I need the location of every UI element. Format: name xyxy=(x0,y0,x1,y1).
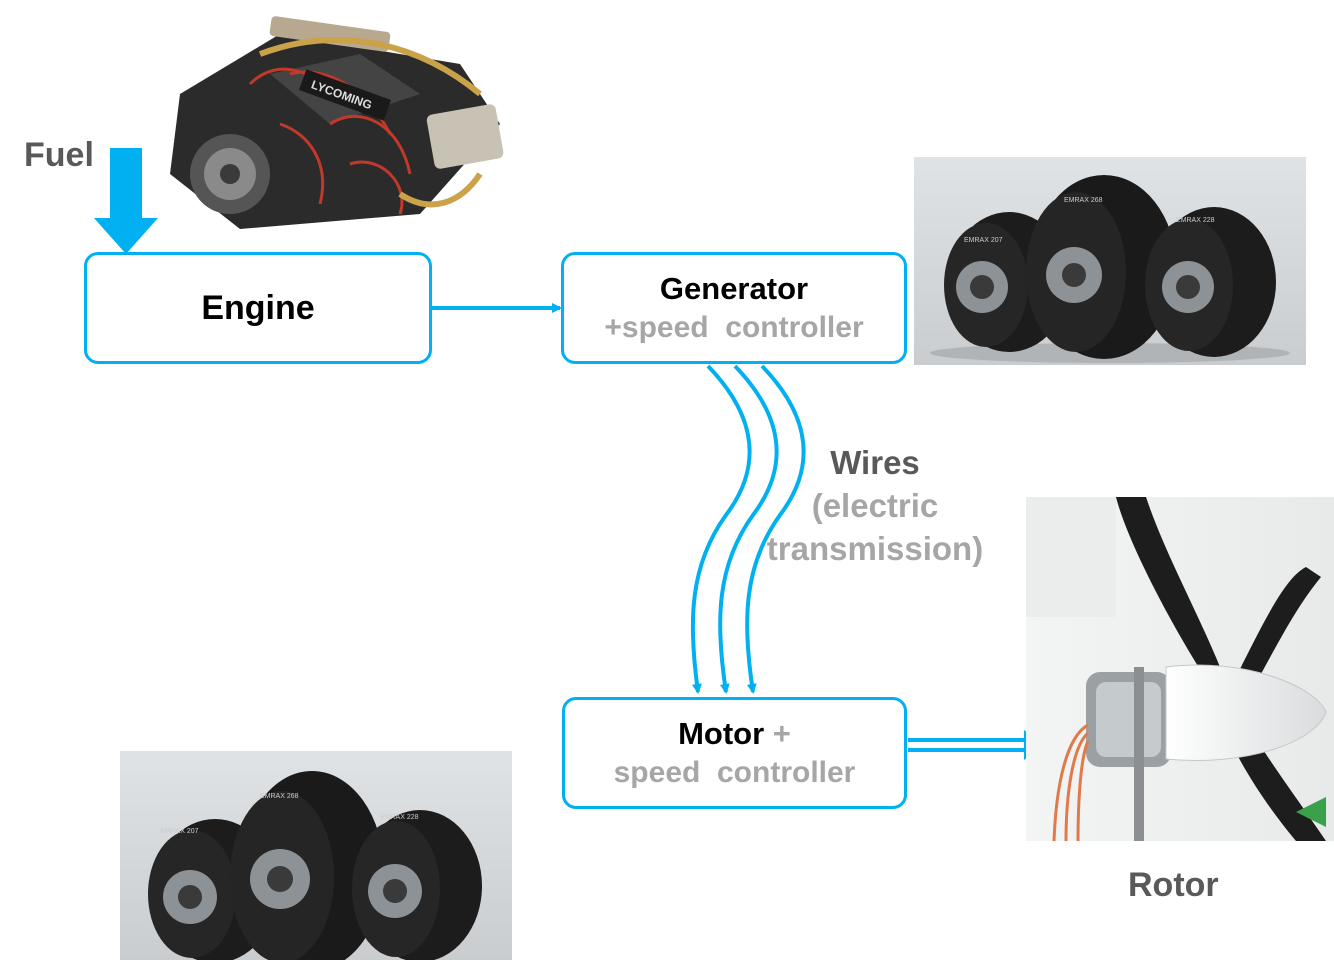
generator-photo-label-1: EMRAX 207 xyxy=(964,237,1003,244)
motor-box: Motor + speed controller xyxy=(562,697,907,809)
generator-box: Generator +speed controller xyxy=(561,252,907,364)
motor-plus: + xyxy=(772,715,791,751)
fuel-arrow xyxy=(94,148,158,254)
motor-motors-photo: EMRAX 207 EMRAX 268 EMRAX 228 xyxy=(120,751,512,960)
generator-title: Generator xyxy=(659,270,809,306)
generator-subtitle: +speed controller xyxy=(604,310,864,344)
generator-photo-label-3: EMRAX 228 xyxy=(1176,217,1215,224)
fuel-label: Fuel xyxy=(24,136,94,174)
motor-photo-label-3: EMRAX 228 xyxy=(380,814,419,821)
rotor-label: Rotor xyxy=(1128,866,1219,904)
generator-photo-motor-3: EMRAX 228 xyxy=(1145,207,1276,357)
wires-arrows xyxy=(690,364,806,694)
motor-photo-motor-2: EMRAX 268 xyxy=(230,771,384,960)
motor-photo-label-2: EMRAX 268 xyxy=(260,793,299,800)
motor-subtitle: speed controller xyxy=(613,755,856,789)
rotor-photo xyxy=(1026,497,1334,841)
engine-box: Engine xyxy=(84,252,432,364)
generator-photo-motor-2: EMRAX 268 xyxy=(1026,175,1176,359)
wires-label-group: Wires (electric transmission) xyxy=(750,442,1000,571)
motor-photo-motor-3: EMRAX 228 xyxy=(352,810,482,960)
motor-photo-label-1: EMRAX 207 xyxy=(160,828,199,835)
motor-title: Motor xyxy=(678,715,765,751)
generator-photo-label-2: EMRAX 268 xyxy=(1064,197,1103,204)
generator-motors-photo: EMRAX 207 EMRAX 268 EMRAX 228 xyxy=(914,157,1306,365)
wires-title: Wires xyxy=(830,444,920,481)
engine-label: Engine xyxy=(201,288,315,327)
engine-photo: LYCOMING xyxy=(160,14,510,250)
wires-line1: (electric xyxy=(811,486,939,524)
wires-line2: transmission) xyxy=(766,529,984,567)
